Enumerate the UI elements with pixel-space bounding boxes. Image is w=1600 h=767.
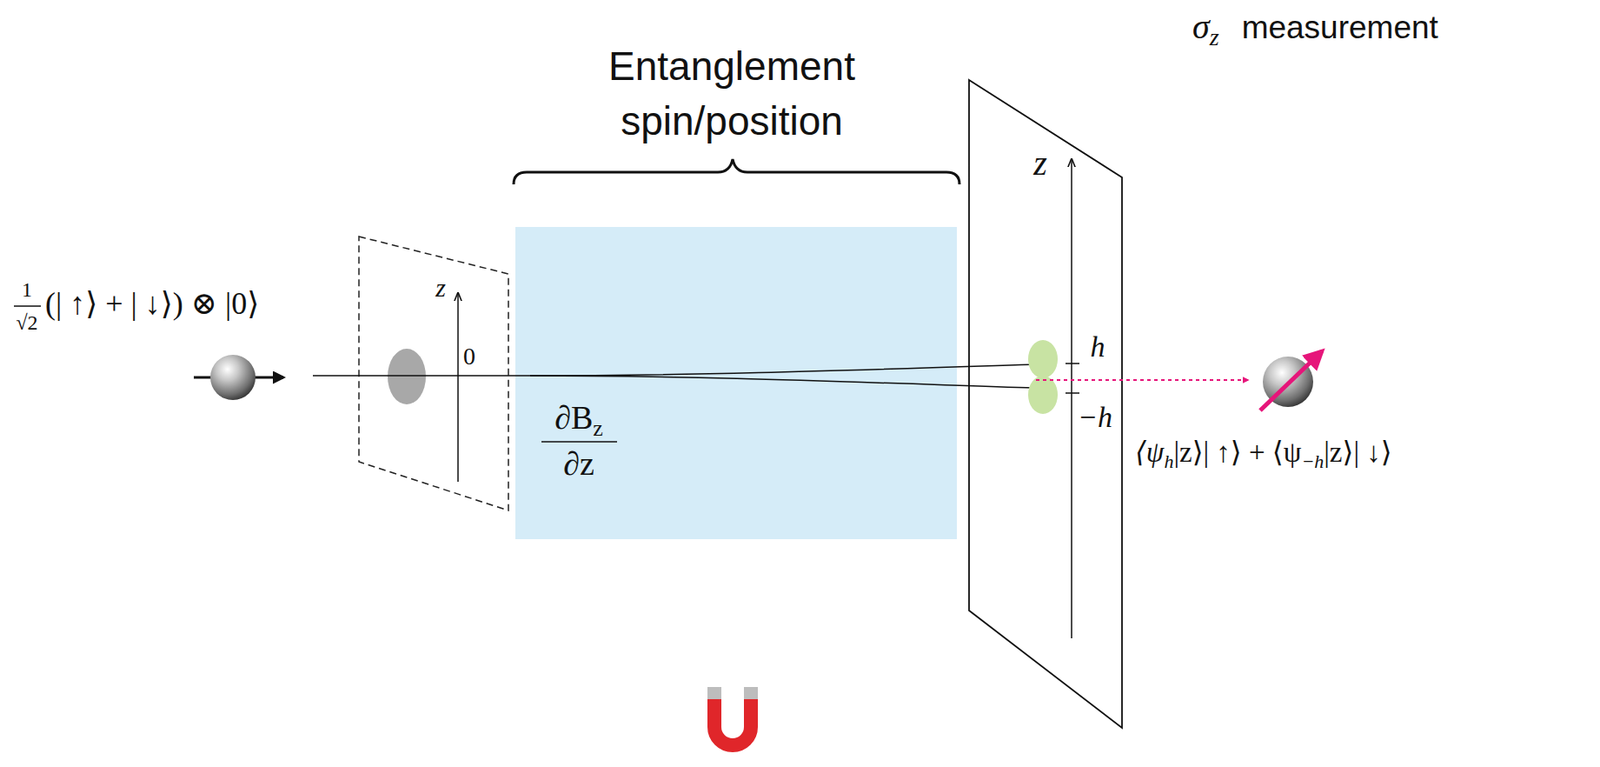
math-label: h [1090, 330, 1106, 363]
text-group: (| ↑⟩ + | ↓⟩) ⊗ |0⟩ [45, 286, 259, 322]
math-label: z [1033, 143, 1048, 183]
math-label: 0 [463, 342, 476, 370]
math-label: ∂B [554, 398, 593, 436]
text-group: σz measurement [1192, 7, 1439, 52]
math-label: σ [1192, 6, 1210, 47]
screen [969, 79, 1122, 728]
magnet [714, 695, 751, 745]
z-axis [457, 293, 459, 482]
outgoing-path [1035, 378, 1249, 381]
math-label: ∂z [563, 444, 595, 482]
math-label: measurement [1241, 9, 1439, 46]
tick [1065, 362, 1080, 365]
text-group: z [1033, 144, 1048, 183]
text-group: ∂Bz [554, 399, 604, 441]
subscript: z [592, 415, 604, 441]
brace [513, 159, 960, 185]
math-label: z [435, 272, 446, 302]
fraction-bar [13, 305, 41, 307]
text-group: 0 [463, 343, 476, 371]
math-label: 1 [21, 278, 33, 301]
math-label: |z⟩| ↓⟩ [1323, 436, 1392, 468]
subscript: z [1209, 23, 1220, 51]
spot-up [1028, 339, 1058, 379]
beam-spot [387, 348, 426, 405]
text-group: z [435, 272, 446, 302]
beam-up [530, 364, 1035, 376]
text-group: √2 [15, 311, 38, 334]
math-label: √2 [15, 311, 38, 334]
spot-down [1028, 375, 1058, 414]
beam [312, 374, 531, 377]
beam-down [530, 375, 1035, 388]
math-label: −h [1077, 400, 1113, 433]
math-label: Entanglement spin/position [608, 43, 856, 144]
text-group: ∂z [563, 445, 595, 483]
math-label: |z⟩| ↑⟩ + ⟨ψ [1173, 436, 1302, 468]
fraction-bar [541, 440, 618, 443]
magnet-pole [743, 686, 758, 699]
text-group: h [1090, 330, 1106, 363]
text-group: 1 [21, 278, 33, 301]
math-label: ⟨ψ [1135, 436, 1164, 468]
spin-arrow [1260, 351, 1322, 411]
text-group: −h [1077, 400, 1113, 433]
source-plane [358, 236, 509, 511]
z-axis [1070, 159, 1073, 638]
tick [1065, 391, 1080, 394]
subscript: h [1163, 449, 1174, 472]
magnet-pole [707, 686, 722, 699]
subscript: −h [1301, 449, 1324, 472]
math-label: (| ↑⟩ + | ↓⟩) ⊗ |0⟩ [45, 285, 259, 321]
particle [210, 354, 256, 400]
text-group: Entanglement spin/position [566, 39, 897, 149]
text-group: ⟨ψh|z⟩| ↑⟩ + ⟨ψ−h|z⟩| ↓⟩ [1135, 436, 1393, 472]
